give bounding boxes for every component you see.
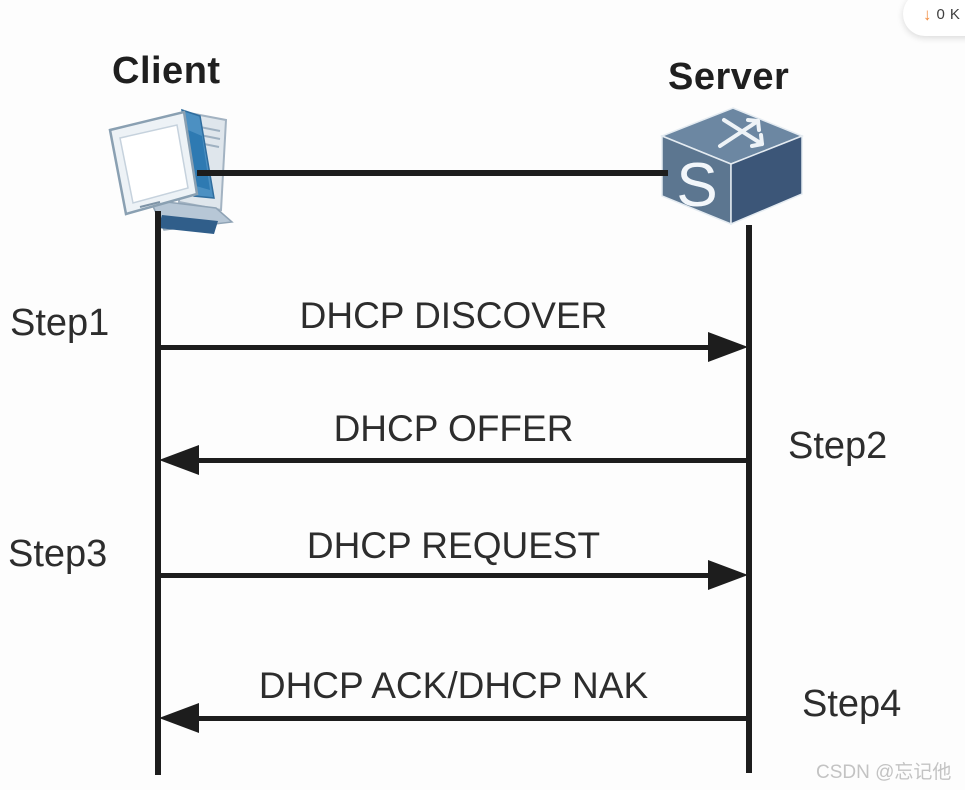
server-lifeline [746, 225, 752, 773]
message-label-ack-nak: DHCP ACK/DHCP NAK [258, 665, 649, 706]
arrow-shaft [191, 458, 746, 463]
download-speed-value: 0 [936, 5, 945, 23]
csdn-watermark: CSDN @忘记他 [816, 762, 952, 783]
message-label-discover: DHCP DISCOVER [299, 295, 608, 336]
arrowhead-right-icon [708, 332, 748, 362]
step-label-1: Step1 [10, 302, 110, 344]
server-switch-icon: S [660, 107, 805, 226]
step-label-2: Step2 [788, 425, 888, 467]
arrowhead-left-icon [159, 445, 199, 475]
server-label: Server [668, 56, 790, 98]
message-arrow-ack-nak [159, 703, 746, 733]
arrow-shaft [161, 573, 716, 578]
message-arrow-request [161, 560, 748, 590]
message-label-request: DHCP REQUEST [306, 525, 601, 566]
arrow-shaft [161, 345, 716, 350]
message-label-offer: DHCP OFFER [333, 408, 574, 449]
message-arrow-discover [161, 332, 748, 362]
step-label-4: Step4 [802, 683, 902, 725]
download-speed-indicator[interactable]: ↓ 0 K [903, 0, 965, 36]
download-speed-unit: K [949, 5, 960, 23]
arrowhead-left-icon [159, 703, 199, 733]
arrowhead-right-icon [708, 560, 748, 590]
message-arrow-offer [159, 445, 746, 475]
download-arrow-icon: ↓ [923, 4, 932, 24]
arrow-shaft [191, 716, 746, 721]
client-label: Client [112, 50, 221, 92]
client-computer-icon [108, 108, 234, 234]
server-letter: S [676, 151, 717, 220]
step-label-3: Step3 [8, 533, 108, 575]
client-server-link-line [197, 170, 668, 176]
client-lifeline [155, 211, 161, 775]
crossed-arrows-icon [718, 118, 764, 148]
